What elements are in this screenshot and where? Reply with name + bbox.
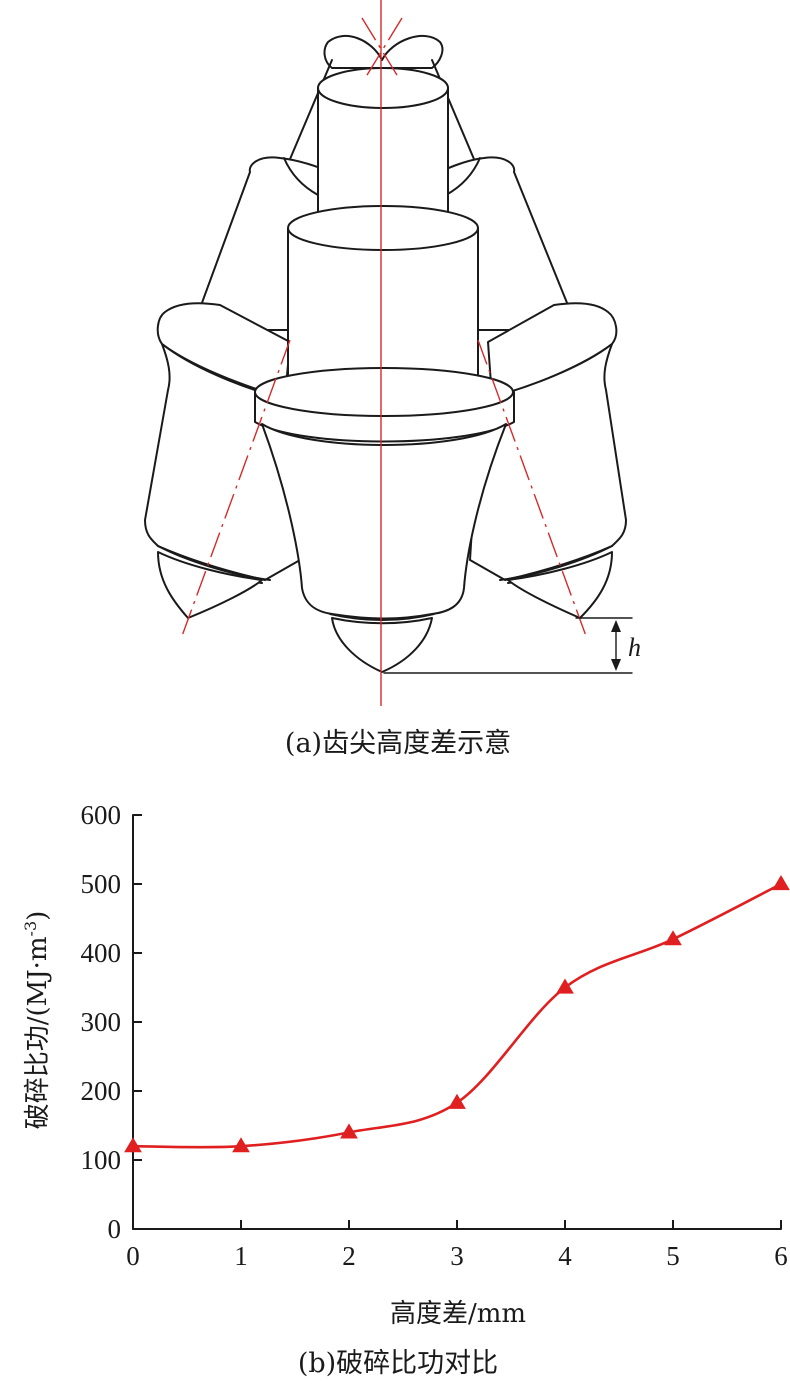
left-pick-collar [156,302,291,399]
x-tick-label: 3 [450,1241,464,1271]
center-pick [254,67,515,673]
left-pick-tip [157,551,263,619]
center-pick-body [261,423,507,620]
y-tick-label: 600 [81,800,122,830]
data-point-marker [124,1137,142,1153]
x-tick-label: 0 [126,1241,140,1271]
right-axis-line [477,339,587,637]
data-point-marker [664,930,682,946]
right-pick-shank-inner [445,157,481,196]
center-pick-tip-ring [329,613,435,621]
x-tick-label: 4 [558,1241,572,1271]
pick-tooth-diagram: h (a)齿尖高度差示意 [144,0,641,759]
left-pick-shank-inner [283,157,319,196]
x-tick-label: 5 [666,1241,680,1271]
x-ticks: 0 1 2 3 4 5 6 [126,1220,788,1271]
center-pick-mid-face [287,205,479,251]
specific-energy-chart: 0 100 200 300 400 500 600 0 1 2 3 4 5 6 破碎比功/(MJ·m-3… [21,800,790,1379]
height-dimension: h [383,617,641,674]
y-tick-label: 200 [81,1076,122,1106]
x-tick-label: 2 [342,1241,356,1271]
center-pick-tip [331,617,433,673]
centerlines [181,0,587,706]
x-axis-title: 高度差/mm [390,1299,526,1329]
center-pick-collar-top [254,367,514,417]
data-point-marker [772,875,790,891]
y-tick-label: 100 [81,1145,122,1175]
data-point-marker [340,1123,358,1139]
data-point-marker [556,978,574,994]
y-axis-title-close: ) [23,911,53,921]
x-tick-label: 6 [774,1241,788,1271]
center-pick-top-face [317,67,449,109]
top-right-axis-line [363,17,403,81]
series-layer [124,875,790,1153]
dimension-arrow-down [611,659,621,671]
y-tick-label: 400 [81,938,122,968]
data-point-marker [448,1093,466,1109]
x-tick-label: 1 [234,1241,248,1271]
h-label: h [628,633,641,662]
data-point-marker [232,1137,250,1153]
top-pick-collar [323,35,444,69]
diagram-caption: (a)齿尖高度差示意 [285,728,511,759]
y-ticks: 0 100 200 300 400 500 600 [81,800,142,1244]
dimension-arrow-up [611,620,621,632]
chart-caption: (b)破碎比功对比 [298,1348,498,1379]
y-tick-label: 500 [81,869,122,899]
left-axis-line [181,339,291,637]
y-axis-title: 破碎比功/(MJ·m-3) [21,911,53,1130]
y-axis-title-main: 破碎比功/(MJ·m [23,936,53,1129]
y-axis-title-exponent: -3 [21,921,40,937]
top-left-axis-line [361,17,401,81]
y-tick-label: 0 [108,1214,122,1244]
right-pick-tip [507,551,613,619]
y-tick-label: 300 [81,1007,122,1037]
